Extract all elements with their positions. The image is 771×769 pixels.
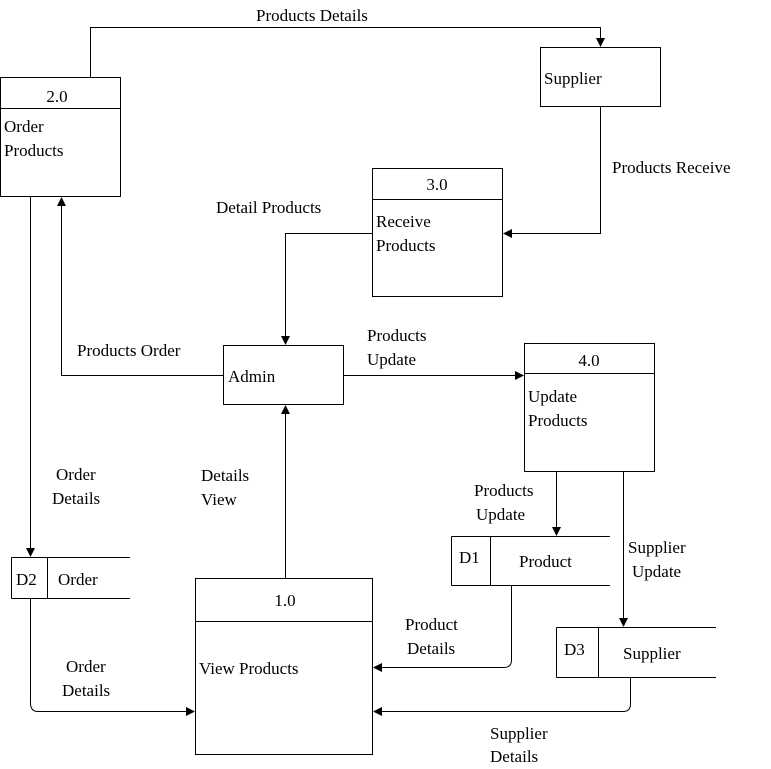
store-d2-name: Order bbox=[58, 570, 98, 589]
flow-products-update-1-line1: Products bbox=[367, 326, 427, 345]
flow-order-details-2-line1: Order bbox=[66, 657, 106, 676]
entity-supplier-label: Supplier bbox=[544, 69, 602, 88]
entity-admin: Admin bbox=[223, 345, 344, 405]
store-d3-name: Supplier bbox=[623, 644, 681, 663]
store-d2-id: D2 bbox=[16, 570, 37, 589]
flow-products-receive-label: Products Receive bbox=[612, 158, 731, 177]
flow-supplier-details-line2: Details bbox=[490, 747, 538, 766]
process-3-name-line2: Products bbox=[376, 236, 436, 255]
flow-order-details-2: Order Details bbox=[30, 599, 195, 716]
flow-detail-products: Detail Products bbox=[216, 198, 372, 345]
flow-products-details-label: Products Details bbox=[256, 6, 368, 25]
store-d3-supplier: D3 Supplier bbox=[556, 627, 716, 678]
flow-supplier-update-line2: Update bbox=[632, 562, 681, 581]
store-d1-name: Product bbox=[519, 552, 572, 571]
flow-product-details: Product Details bbox=[373, 586, 512, 672]
flow-products-update-2: Products Update bbox=[474, 472, 561, 536]
flow-supplier-update-line1: Supplier bbox=[628, 538, 686, 557]
process-2-name-line2: Products bbox=[4, 141, 64, 160]
process-3-number: 3.0 bbox=[426, 175, 447, 194]
flow-products-update-1-line2: Update bbox=[367, 350, 416, 369]
process-1-number: 1.0 bbox=[274, 591, 295, 610]
process-4-name-line1: Update bbox=[528, 387, 577, 406]
store-d1-id: D1 bbox=[459, 548, 480, 567]
flow-details-view-line1: Details bbox=[201, 466, 249, 485]
process-4-number: 4.0 bbox=[578, 351, 599, 370]
process-4-update-products: 4.0 Update Products bbox=[524, 343, 655, 472]
flow-products-order: Products Order bbox=[57, 197, 223, 376]
flow-products-order-label: Products Order bbox=[77, 341, 181, 360]
process-2-name-line1: Order bbox=[4, 117, 44, 136]
process-3-receive-products: 3.0 Receive Products bbox=[372, 168, 503, 297]
flow-products-update-2-line1: Products bbox=[474, 481, 534, 500]
flow-products-update-1: Products Update bbox=[344, 326, 524, 380]
process-4-name-line2: Products bbox=[528, 411, 588, 430]
process-2-order-products: 2.0 Order Products bbox=[0, 77, 121, 197]
flow-details-view: Details View bbox=[201, 405, 290, 578]
process-3-name-line1: Receive bbox=[376, 212, 431, 231]
flow-supplier-details-line1: Supplier bbox=[490, 724, 548, 743]
entity-admin-label: Admin bbox=[228, 367, 276, 386]
store-d2-order: D2 Order bbox=[11, 557, 130, 599]
store-d3-id: D3 bbox=[564, 640, 585, 659]
flow-detail-products-label: Detail Products bbox=[216, 198, 321, 217]
flow-order-details-2-line2: Details bbox=[62, 681, 110, 700]
process-1-name: View Products bbox=[199, 659, 299, 678]
process-2-number: 2.0 bbox=[46, 87, 67, 106]
flow-products-receive: Products Receive bbox=[503, 107, 731, 238]
flow-products-update-2-line2: Update bbox=[476, 505, 525, 524]
flow-supplier-update: Supplier Update bbox=[619, 472, 686, 627]
flow-order-details-1: Order Details bbox=[26, 197, 100, 557]
entity-supplier: Supplier bbox=[540, 47, 661, 107]
flow-product-details-line1: Product bbox=[405, 615, 458, 634]
flow-order-details-1-line1: Order bbox=[56, 465, 96, 484]
flow-products-details: Products Details bbox=[90, 6, 605, 77]
flow-product-details-line2: Details bbox=[407, 639, 455, 658]
process-1-view-products: 1.0 View Products bbox=[195, 578, 373, 755]
store-d1-product: D1 Product bbox=[451, 536, 610, 586]
flow-supplier-details: Supplier Details bbox=[373, 678, 631, 766]
flow-order-details-1-line2: Details bbox=[52, 489, 100, 508]
flow-details-view-line2: View bbox=[201, 490, 238, 509]
